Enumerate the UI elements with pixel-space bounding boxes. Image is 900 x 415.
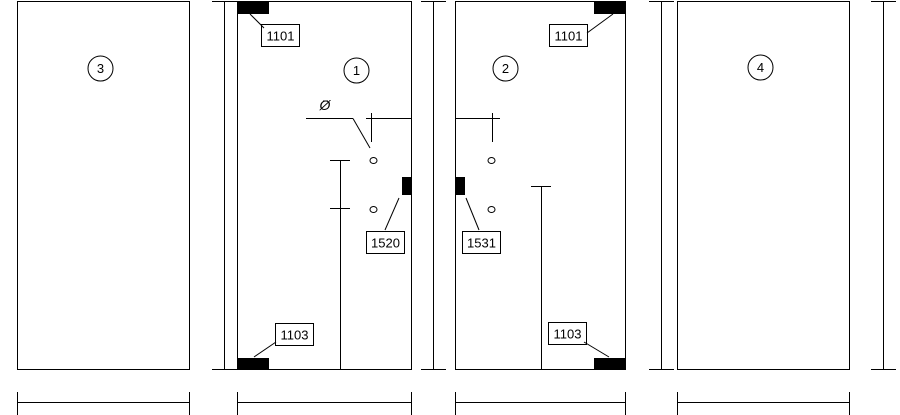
hole-2a — [487, 157, 496, 164]
panel-3-circle — [87, 55, 114, 82]
panel-1 — [237, 1, 412, 370]
lock-fitting-left — [402, 177, 411, 195]
hole-1b — [369, 206, 378, 213]
label-1103-right: 1103 — [554, 327, 582, 342]
panel-1-hardware-lines — [306, 100, 411, 369]
panel-2-number: 2 — [502, 61, 509, 76]
panel-4-number: 4 — [757, 60, 764, 75]
label-box-1531 — [462, 231, 501, 254]
bottom-patch-fitting-left — [238, 358, 269, 369]
panel-1-circle — [343, 57, 370, 84]
panel-4-circle — [747, 54, 774, 81]
leader-lines — [249, 13, 614, 358]
label-box-1101-left — [261, 24, 300, 47]
panel-4 — [677, 1, 850, 370]
panel-2-hardware-lines — [455, 113, 551, 369]
label-box-1101-right — [549, 24, 588, 47]
label-1101-right: 1101 — [555, 29, 583, 44]
bottom-dimension-strip — [17, 392, 850, 415]
hole-2b — [487, 206, 496, 213]
panel-1-number: 1 — [353, 63, 360, 78]
top-patch-fitting-right — [594, 2, 625, 14]
top-patch-fitting-left — [238, 2, 269, 14]
label-1101-left: 1101 — [267, 29, 295, 44]
lock-fitting-right — [456, 177, 465, 195]
label-1520: 1520 — [371, 236, 400, 251]
label-1531: 1531 — [467, 236, 496, 251]
label-box-1103-right — [548, 322, 587, 345]
panel-3-number: 3 — [97, 61, 104, 76]
panel-2 — [455, 1, 626, 370]
label-box-1520 — [366, 231, 405, 254]
label-1103-left: 1103 — [281, 328, 309, 343]
panel-2-circle — [492, 55, 519, 82]
label-box-1103-left — [275, 323, 314, 346]
diameter-symbol: Ø — [319, 97, 332, 113]
hole-1a — [369, 157, 378, 164]
dimension-lines — [17, 1, 896, 370]
bottom-patch-fitting-right — [594, 358, 625, 369]
